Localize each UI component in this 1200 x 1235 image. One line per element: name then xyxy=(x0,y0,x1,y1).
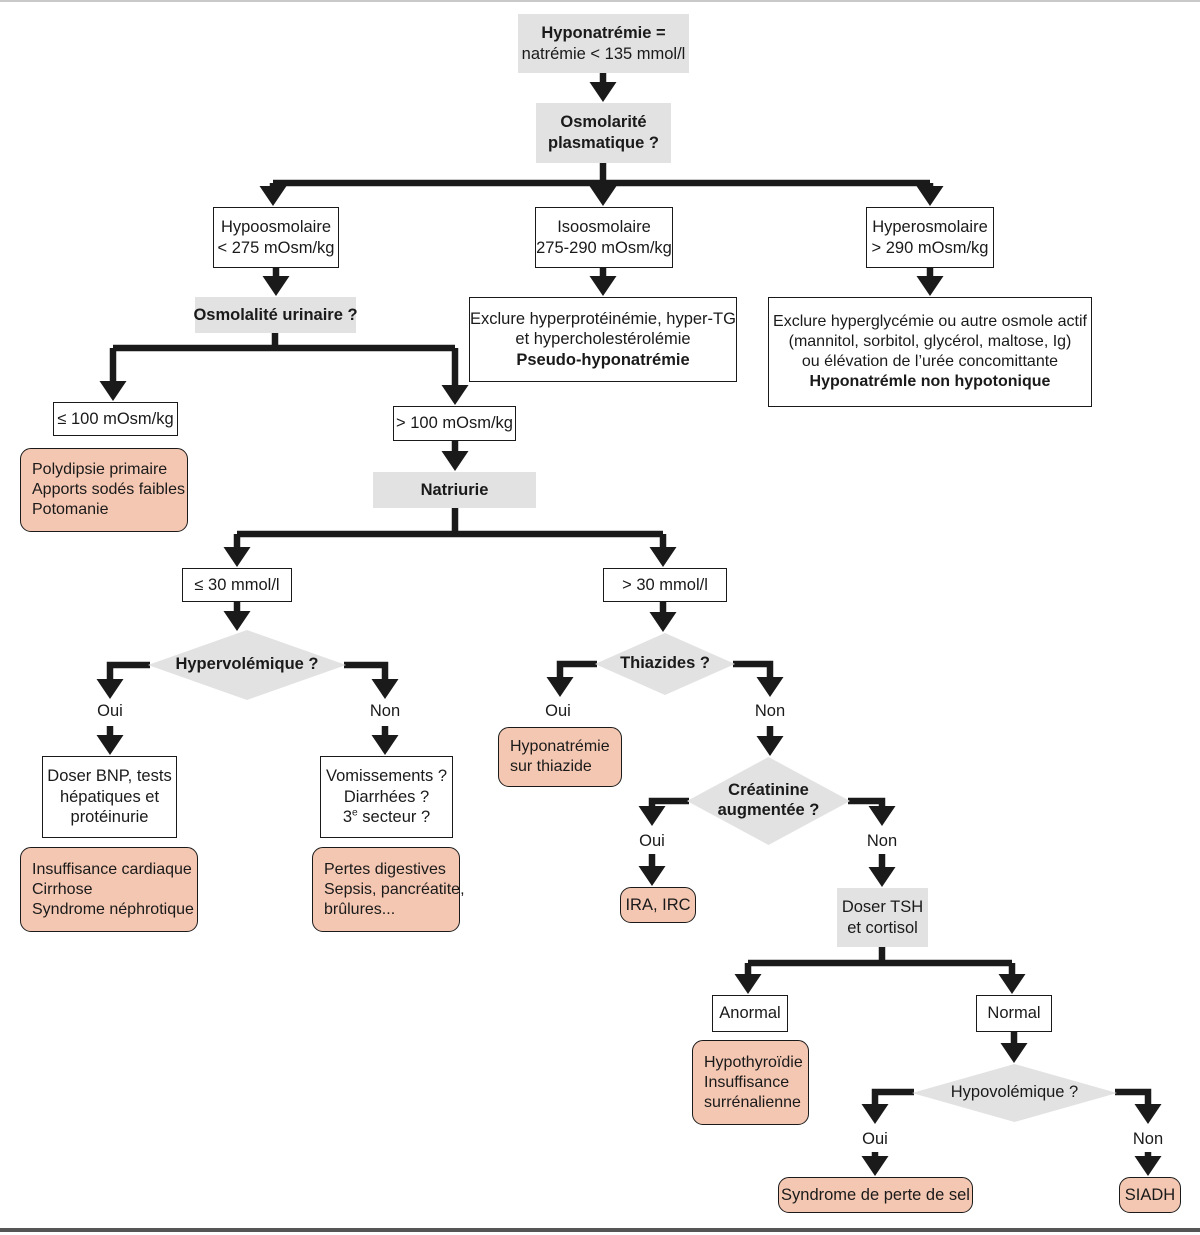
node-natriurie: Natriurie xyxy=(373,472,536,508)
label-non: Non xyxy=(369,702,401,720)
node-pertes-digestives: Pertes digestives Sepsis, pancréatite, b… xyxy=(312,847,465,932)
label-non: Non xyxy=(1132,1130,1164,1148)
label-oui: Oui xyxy=(639,832,665,850)
bar-osmolarite-split xyxy=(273,163,930,187)
node-ira-irc: IRA, IRC xyxy=(620,887,696,923)
node-hyponatremie-thiazide: Hyponatrémie sur thiazide xyxy=(498,727,622,787)
node-osmolarite-plasmatique: Osmolarité plasmatique ? xyxy=(536,103,671,163)
node-doser-tsh-cortisol: Doser TSH et cortisol xyxy=(837,888,928,947)
node-hypothyroidie: Hypothyroïdie Insuffisance surrénalienne xyxy=(692,1040,809,1125)
arrow-hypervolemique-oui xyxy=(96,661,150,699)
node-polydipsie: Polydipsie primaire Apports sodés faible… xyxy=(20,448,188,532)
label-oui: Oui xyxy=(97,702,123,720)
bar-natriurie-split xyxy=(237,508,663,538)
node-le-30-mmol: ≤ 30 mmol/l xyxy=(182,568,292,602)
label-oui: Oui xyxy=(862,1130,888,1148)
node-hyperosmolaire: Hyperosmolaire > 290 mOsm/kg xyxy=(866,207,994,268)
arrow-hypovolemique-non xyxy=(1115,1088,1162,1124)
label-oui: Oui xyxy=(545,702,571,720)
label-non: Non xyxy=(866,832,898,850)
node-vomissements-line3: 3e secteur ? xyxy=(342,807,431,827)
arrow-hypervolemique-non xyxy=(344,661,399,699)
arrow-hypovolemique-oui xyxy=(861,1088,914,1124)
node-gt-30-mmol: > 30 mmol/l xyxy=(603,568,727,602)
node-siadh: SIADH xyxy=(1119,1177,1181,1213)
page-bottom-rule xyxy=(0,1228,1200,1232)
node-insuffisance-cardiaque: Insuffisance cardiaque Cirrhose Syndrome… xyxy=(20,847,198,932)
arrow-thiazides-oui xyxy=(546,660,597,697)
node-doser-bnp: Doser BNP, tests hépatiques et protéinur… xyxy=(42,756,177,838)
node-le-100-mosm: ≤ 100 mOsm/kg xyxy=(53,402,178,436)
arrow-creatinine-non xyxy=(848,797,896,826)
node-vomissements: Vomissements ? Diarrhées ? 3e secteur ? xyxy=(320,756,453,838)
node-isoosmolaire: Isoosmolaire 275-290 mOsm/kg xyxy=(535,207,673,268)
node-hyponatremie-definition: Hyponatrémie = natrémie < 135 mmol/l xyxy=(518,14,689,73)
node-syndrome-perte-de-sel: Syndrome de perte de sel xyxy=(778,1177,973,1213)
page-top-rule xyxy=(0,0,1200,2)
label-non: Non xyxy=(754,702,786,720)
node-hyponatremie-non-hypotonique: Exclure hyperglycémie ou autre osmole ac… xyxy=(768,297,1092,407)
arrow-thiazides-non xyxy=(733,660,784,697)
node-normal: Normal xyxy=(976,995,1052,1032)
node-osmolalite-urinaire: Osmolalité urinaire ? xyxy=(193,297,358,333)
arrow-creatinine-oui xyxy=(638,797,689,826)
node-pseudo-hyponatremie: Exclure hyperprotéinémie, hyper-TG et hy… xyxy=(469,297,737,382)
bar-tsh-split xyxy=(748,947,1012,967)
bar-urinaire-split xyxy=(113,333,455,352)
node-gt-100-mosm: > 100 mOsm/kg xyxy=(393,406,516,441)
node-hypoosmolaire: Hypoosmolaire < 275 mOsm/kg xyxy=(213,207,339,268)
node-anormal: Anormal xyxy=(712,995,788,1032)
